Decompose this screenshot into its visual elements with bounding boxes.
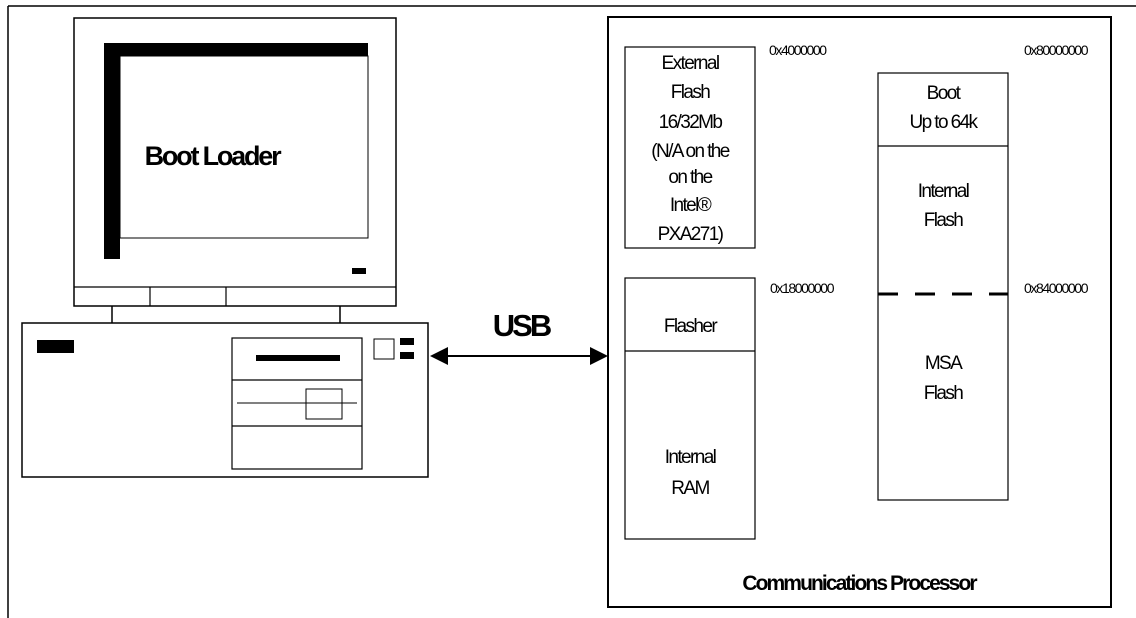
- address-internal-flash-base: 0x80000000: [1024, 42, 1089, 58]
- external-flash-line: Intel®: [670, 195, 712, 216]
- external-flash-line: 16/32Mb: [659, 112, 723, 133]
- address-msa-base: 0x84000000: [1024, 280, 1089, 296]
- communications-processor: External Flash 16/32Mb (N/A on the on th…: [607, 16, 1112, 608]
- boot-block-line: Up to 64k: [910, 112, 979, 133]
- external-flash-label: External Flash 16/32Mb (N/A on the on th…: [651, 53, 731, 245]
- indicator-led-bottom: [400, 352, 414, 359]
- internal-ram-line: RAM: [671, 478, 709, 499]
- msa-flash-line: MSA: [925, 353, 963, 374]
- screen-shadow-left: [104, 43, 120, 259]
- usb-arrow-left: [430, 347, 448, 365]
- case-badge: [37, 340, 74, 353]
- desktop-case: [21, 322, 429, 478]
- screen-inner-frame: [119, 55, 369, 239]
- external-flash-line: on the: [668, 167, 712, 188]
- internal-ram-line: Internal: [665, 447, 716, 468]
- boot-block-line: Boot: [927, 83, 962, 104]
- msa-flash-line: Flash: [924, 383, 963, 404]
- external-flash-block: [624, 46, 756, 249]
- usb-label: USB: [493, 308, 551, 343]
- address-ram-base: 0x18000000: [770, 280, 835, 296]
- floppy-slot: [256, 355, 340, 361]
- processor-title: Communications Processor: [742, 572, 977, 595]
- internal-flash-column: [877, 72, 1009, 501]
- flasher-label: Flasher: [664, 316, 718, 337]
- external-flash-line: External: [662, 53, 719, 74]
- internal-flash-line: Flash: [924, 210, 963, 231]
- indicator-led-top: [400, 338, 414, 345]
- address-external-flash-base: 0x4000000: [769, 42, 827, 58]
- usb-arrow-right: [590, 347, 608, 365]
- power-button: [373, 338, 395, 360]
- internal-ram-region: [624, 277, 756, 540]
- drive-latch: [305, 388, 343, 420]
- screen-boot-loader-label: Boot Loader: [145, 141, 282, 171]
- external-flash-line: Flash: [671, 82, 710, 103]
- internal-flash-line: Internal: [918, 181, 969, 202]
- external-flash-line: (N/A on the: [651, 141, 729, 162]
- monitor-power-led: [352, 268, 366, 274]
- usb-connection: USB: [430, 308, 608, 365]
- computer-illustration: Boot Loader: [21, 17, 429, 478]
- external-flash-line: PXA271): [658, 224, 724, 245]
- screen-bottom-gap: [120, 238, 368, 259]
